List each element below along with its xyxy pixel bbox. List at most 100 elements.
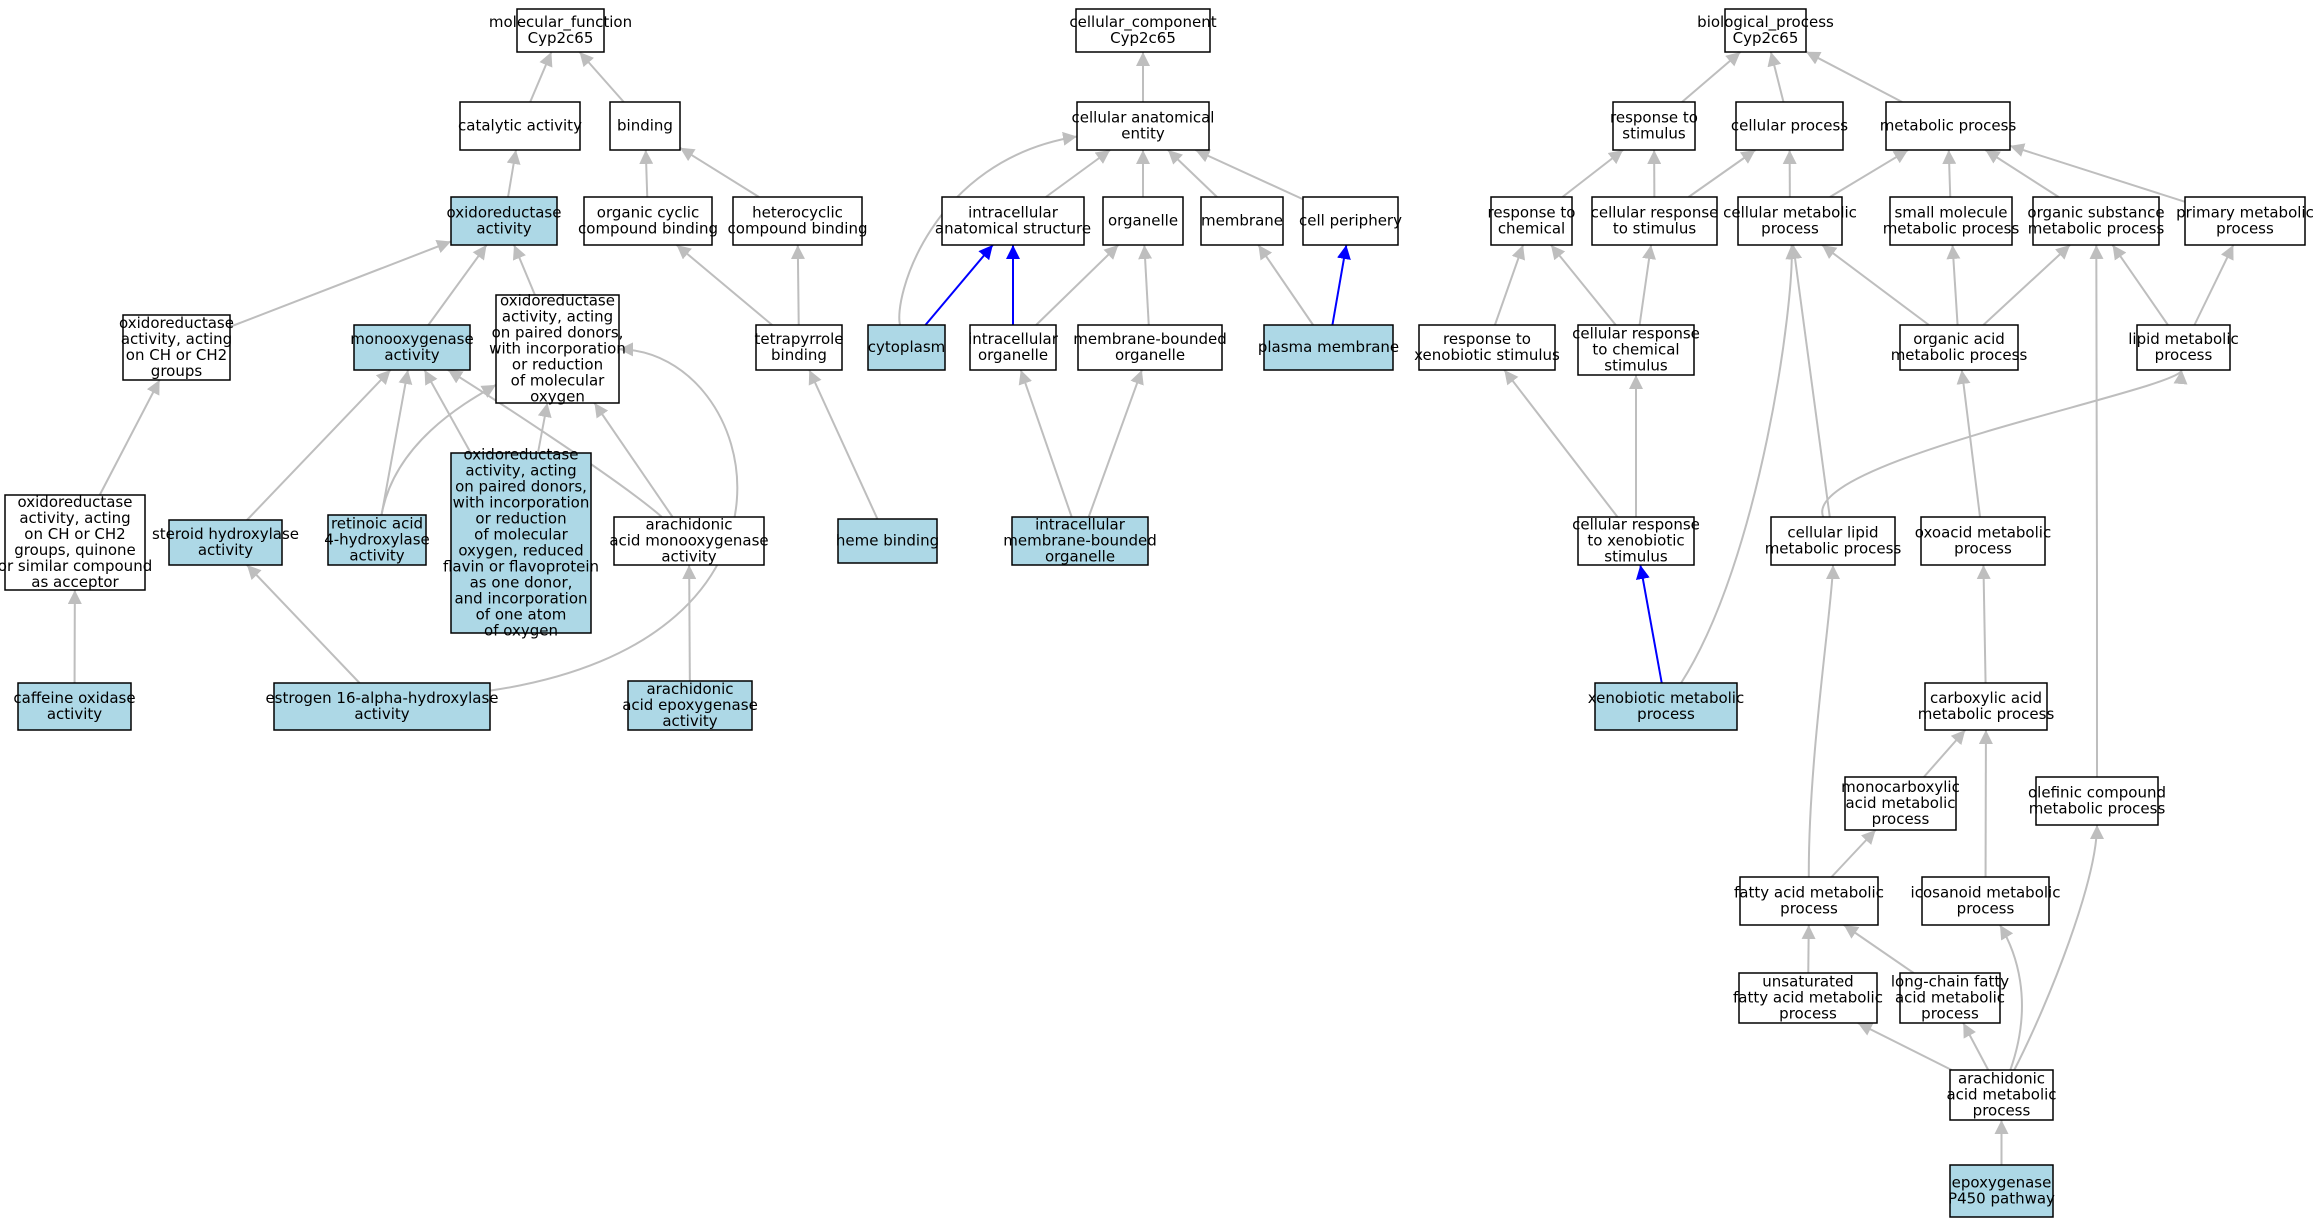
go-term-node-heme-binding[interactable]: heme binding (836, 518, 939, 564)
node-label-line: retinoic acid (331, 514, 423, 532)
node-label-line: process (1637, 705, 1695, 723)
node-label-line: membrane-bounded (1003, 531, 1156, 549)
go-term-node-cell-proc[interactable]: cellular process (1731, 101, 1848, 151)
node-label-line: process (1872, 810, 1930, 828)
node-label-line: binding (617, 116, 673, 134)
node-label-line: with incorporation (489, 339, 626, 357)
node-label-line: Cyp2c65 (1733, 29, 1799, 47)
go-term-node-catalytic[interactable]: catalytic activity (458, 101, 582, 151)
edge-monocarb-to-carbox (1923, 729, 1967, 778)
node-box (1949, 1164, 2054, 1218)
node-label-line: of molecular (474, 525, 569, 543)
edge-primary_met-to-met_proc (2009, 143, 2186, 203)
edge-xeno_met-to-cell_met (1680, 244, 1800, 684)
node-label-line: stimulus (1604, 356, 1668, 374)
go-term-node-membrane[interactable]: membrane (1200, 196, 1284, 246)
node-label-line: compound binding (578, 219, 718, 237)
node-label-line: metabolic process (1880, 116, 2017, 134)
edge-arach_met-to-lc_fa (1962, 1022, 1990, 1071)
edge-lc_fa-to-fatty_acid (1843, 924, 1915, 974)
node-box (732, 196, 863, 246)
node-label-line: stimulus (1604, 547, 1668, 565)
edge-binding-to-mf (578, 51, 625, 103)
node-label-line: metabolic process (1891, 346, 2028, 364)
node-box (1077, 324, 1223, 371)
go-term-node-organelle[interactable]: organelle (1102, 196, 1184, 246)
edge-cell_resp_xeno-to-resp_xeno (1503, 369, 1619, 518)
node-label-line: activity (384, 346, 439, 364)
node-label-line: monooxygenase (350, 330, 473, 348)
edge-tetrapyrrole-to-organic_cyclic (676, 244, 773, 326)
go-term-node-cytoplasm[interactable]: cytoplasm (867, 324, 946, 371)
go-term-node-binding[interactable]: binding (609, 101, 681, 151)
edge-retinoic-to-oxr_paired (380, 383, 497, 516)
node-label-line: process (2216, 219, 2274, 237)
node-label-line: as acceptor (31, 573, 119, 591)
edge-ias-to-cae (1045, 149, 1111, 198)
go-term-node-plasma-membrane[interactable]: plasma membrane (1258, 324, 1399, 371)
node-box (837, 518, 938, 564)
node-label-line: membrane-bounded (1073, 330, 1226, 348)
node-label-line: oxidoreductase (447, 203, 562, 221)
edge-oxr_flavin-to-monooxygenase (423, 369, 472, 454)
go-term-node-cell-periphery[interactable]: cell periphery (1299, 196, 1402, 246)
node-label-line: fatty acid metabolic (1734, 883, 1884, 901)
edge-tetrapyrrole-to-heterocyclic (790, 244, 805, 326)
node-label-line: acid monooxygenase (609, 531, 768, 549)
node-label-line: small molecule (1894, 203, 2007, 221)
edge-cell_periphery-to-cae (1195, 149, 1304, 201)
edge-plasma_membrane-to-cell_periphery (1331, 244, 1351, 326)
go-term-node-met-proc[interactable]: metabolic process (1880, 101, 2017, 151)
node-label-line: of molecular (511, 371, 606, 389)
node-label-line: cytoplasm (868, 338, 946, 356)
node-box (1921, 876, 2050, 926)
